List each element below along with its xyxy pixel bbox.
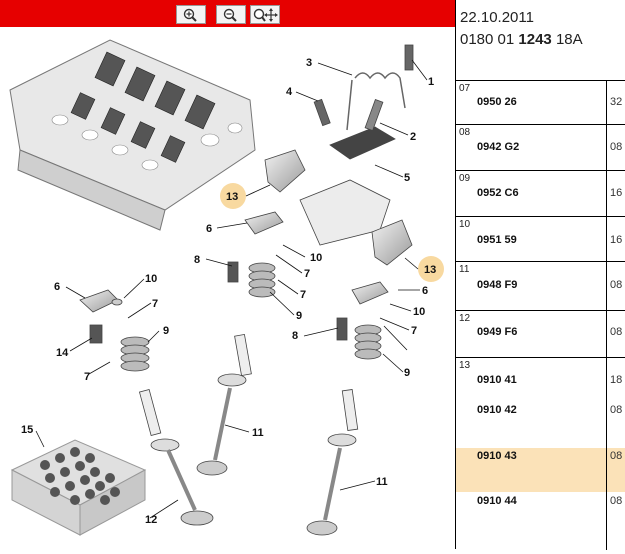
callout-9: 9: [296, 310, 302, 322]
callout-9: 9: [163, 325, 169, 337]
list-item[interactable]: 10 0951 59 16: [456, 217, 625, 262]
ref-suffix: 18A: [555, 31, 583, 48]
position-number: 10: [459, 219, 471, 230]
cylinder-head-drawing: [9, 39, 256, 231]
list-item[interactable]: 11 0948 F9 08: [456, 262, 625, 311]
callout-5: 5: [404, 172, 410, 184]
callout-6: 6: [54, 281, 60, 293]
part-number[interactable]: 0949 F6: [477, 326, 518, 338]
callout-12: 12: [145, 514, 157, 526]
callout-15: 15: [21, 424, 33, 436]
list-item[interactable]: 12 0949 F6 08: [456, 311, 625, 358]
zoom-in-button[interactable]: [176, 5, 206, 24]
list-item[interactable]: 07 0950 26 32: [456, 81, 625, 125]
callout-13-highlight: [220, 183, 246, 209]
part-number[interactable]: 0951 59: [477, 234, 517, 246]
quantity: 16: [610, 187, 623, 199]
quantity: 08: [610, 279, 623, 291]
header-reference: 0180 01 1243 18A: [460, 31, 583, 48]
valve-assembly-left: [79, 289, 214, 526]
callout-3: 3: [306, 57, 312, 69]
zoom-out-icon: [223, 8, 237, 22]
exploded-parts-diagram: 1 2 3 4 5 6 6 6 7 7 7 7 7 8 8 9 9 9 10 1…: [0, 28, 455, 549]
callout-7: 7: [152, 298, 158, 310]
selected-row-highlight: [456, 448, 625, 492]
diagram-toolbar: [0, 0, 455, 27]
position-number: 07: [459, 83, 471, 94]
position-number: 08: [459, 127, 471, 138]
callout-10: 10: [310, 252, 322, 264]
callout-6: 6: [422, 285, 428, 297]
quantity: 32: [610, 96, 623, 108]
callout-7: 7: [411, 325, 417, 337]
position-number: 12: [459, 313, 471, 324]
callout-7: 7: [304, 268, 310, 280]
part-number[interactable]: 0942 G2: [477, 141, 520, 153]
position-number: 13: [459, 360, 471, 371]
panel-divider: [455, 0, 456, 549]
callout-2: 2: [410, 131, 416, 143]
ref-prefix: 0180 01: [460, 31, 515, 48]
top-parts: [313, 44, 414, 131]
callout-4: 4: [286, 86, 293, 98]
callout-6: 6: [206, 223, 212, 235]
callout-11: 11: [252, 427, 264, 439]
callout-10: 10: [413, 306, 425, 318]
quantity: 08: [610, 495, 623, 507]
callout-14: 14: [56, 347, 69, 359]
leader-lines: [35, 59, 428, 519]
quantity: 16: [610, 234, 623, 246]
callout-13: 13: [424, 264, 436, 276]
header-date: 22.10.2011: [460, 9, 534, 26]
list-item[interactable]: 09 0952 C6 16: [456, 171, 625, 217]
valve-seal-kit-box: [10, 439, 147, 536]
part-number[interactable]: 0910 42: [477, 404, 517, 416]
part-number[interactable]: 0910 41: [477, 374, 517, 386]
part-number[interactable]: 0910 44: [477, 495, 517, 507]
zoom-in-icon: [183, 8, 197, 22]
reference-header: 22.10.2011 0180 01 1243 18A: [456, 0, 625, 50]
callout-9: 9: [404, 367, 410, 379]
callout-labels: 1 2 3 4 5 6 6 6 7 7 7 7 7 8 8 9 9 9 10 1…: [21, 57, 436, 526]
position-number: 09: [459, 173, 471, 184]
quantity: 08: [610, 326, 623, 338]
quantity: 08: [610, 141, 623, 153]
part-number[interactable]: 0950 26: [477, 96, 517, 108]
callout-13: 13: [226, 191, 238, 203]
zoom-out-button[interactable]: [216, 5, 246, 24]
list-item[interactable]: 08 0942 G2 08: [456, 125, 625, 171]
pan-icon: [253, 7, 278, 22]
position-number: 11: [459, 264, 470, 275]
part-number-selected[interactable]: 0910 43: [477, 450, 517, 462]
callout-7: 7: [300, 289, 306, 301]
quantity: 08: [610, 450, 623, 462]
callout-8: 8: [292, 330, 298, 342]
callout-10: 10: [145, 273, 157, 285]
valve-assembly-middle: [196, 149, 306, 476]
callout-7: 7: [84, 371, 90, 383]
part-group-13: 13 0910 41 18 0910 42 08 0910 43 08 0910…: [456, 358, 625, 550]
quantity: 18: [610, 374, 623, 386]
part-number[interactable]: 0948 F9: [477, 279, 518, 291]
callout-1: 1: [428, 76, 434, 88]
part-number[interactable]: 0952 C6: [477, 187, 519, 199]
callout-8: 8: [194, 254, 200, 266]
valve-train-illustration: 1 2 3 4 5 6 6 6 7 7 7 7 7 8 8 9 9 9 10 1…: [9, 39, 444, 536]
valve-assembly-right: [299, 126, 413, 536]
quantity: 08: [610, 404, 623, 416]
ref-bold: 1243: [518, 31, 552, 48]
callout-13-highlight: [418, 256, 444, 282]
callout-11: 11: [376, 476, 388, 488]
pan-button[interactable]: [250, 5, 280, 24]
parts-list: 07 0950 26 32 08 0942 G2 08 09 0952 C6 1…: [456, 80, 625, 550]
